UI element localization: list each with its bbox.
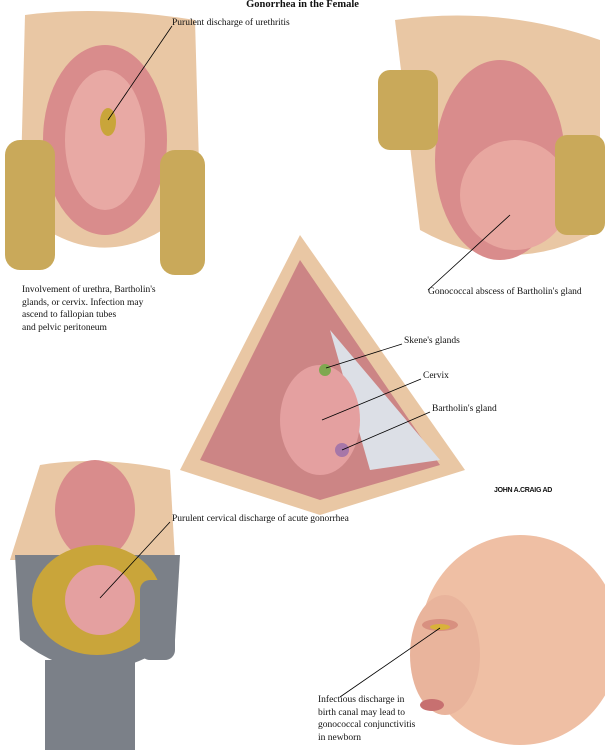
caption-involvement: Involvement of urethra, Bartholin's glan… xyxy=(22,284,156,334)
abscess-illustration xyxy=(378,15,605,260)
eye-discharge-mark xyxy=(430,624,450,630)
label-cervix: Cervix xyxy=(423,371,449,381)
caption-line: gonococcal conjunctivitis xyxy=(318,720,416,730)
discharge-mark xyxy=(100,108,116,136)
gloved-hand-left xyxy=(5,140,55,270)
gloved-hand-right xyxy=(160,150,205,275)
caption-newborn: Infectious discharge in birth canal may … xyxy=(318,694,415,744)
figure-title: Gonorrhea in the Female xyxy=(246,0,359,10)
caption-line: glands, or cervix. Infection may xyxy=(22,297,144,308)
newborn-illustration xyxy=(410,535,605,745)
caption-line: in newborn xyxy=(318,732,362,743)
leader-lines xyxy=(99,25,511,698)
label-cervical-discharge: Purulent cervical discharge of acute gon… xyxy=(172,514,349,524)
caption-line: Involvement of urethra, Bartholin's xyxy=(22,285,156,295)
abscess-mark xyxy=(460,140,570,250)
caption-line: and pelvic peritoneum xyxy=(22,322,107,333)
skenes-gland-mark xyxy=(319,364,331,376)
caption-line: ascend to fallopian tubes xyxy=(22,310,117,320)
glands-illustration xyxy=(180,235,465,515)
label-skenes-glands: Skene's glands xyxy=(404,336,460,346)
artist-signature: JOHN A.CRAIG AD xyxy=(494,487,552,494)
caption-line: Infectious discharge in xyxy=(318,695,405,705)
speculum-illustration xyxy=(10,460,180,750)
label-abscess: Gonococcal abscess of Bartholin's gland xyxy=(428,287,582,297)
urethritis-illustration xyxy=(5,11,205,275)
label-bartholins-gland: Bartholin's gland xyxy=(432,404,497,414)
label-urethritis: Purulent discharge of urethritis xyxy=(172,18,290,28)
caption-line: birth canal may lead to xyxy=(318,707,406,718)
